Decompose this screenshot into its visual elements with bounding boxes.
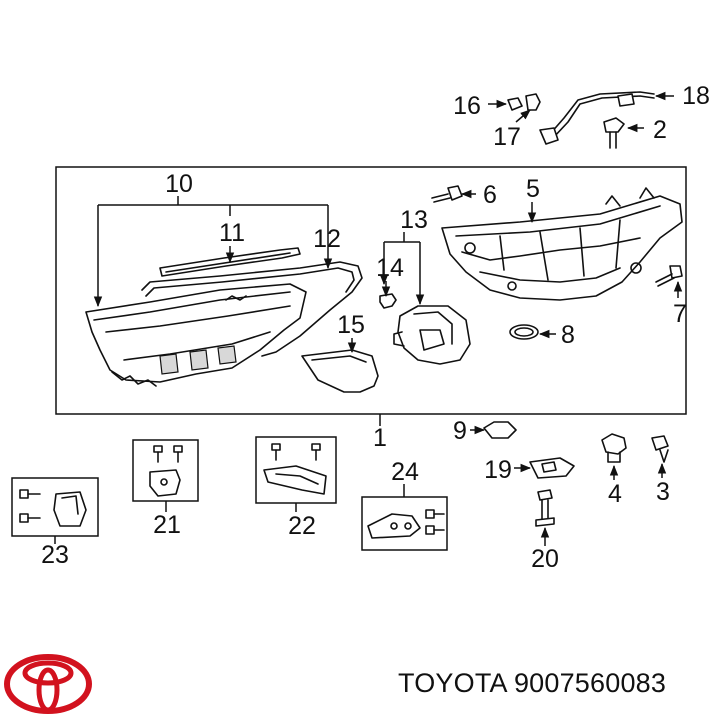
leader-17 [515,109,531,123]
clip-14[interactable] [379,293,397,309]
clip-17[interactable] [525,93,541,111]
callout-7: 7 [673,300,687,328]
callout-10: 10 [165,170,193,198]
callout-5: 5 [526,175,540,203]
o-ring-inner [514,327,534,337]
callout-1: 1 [373,424,387,452]
callout-8: 8 [561,321,575,349]
callout-16: 16 [453,92,481,120]
callout-2: 2 [653,116,667,144]
lower-reflector[interactable] [301,349,379,393]
brand-name: TOYOTA [398,668,507,698]
callout-13: 13 [400,206,428,234]
callout-9: 9 [453,417,467,445]
callout-21: 21 [153,511,181,539]
callout-11: 11 [219,219,245,247]
callout-4: 4 [608,480,622,508]
bracket-kit-21[interactable] [149,445,183,497]
o-ring[interactable] [509,324,539,340]
headlamp-housing[interactable] [441,187,683,301]
bolt-20[interactable] [535,489,555,527]
screw-6[interactable] [431,185,463,203]
seal-gasket[interactable] [141,261,363,357]
callout-6: 6 [483,181,497,209]
callout-12: 12 [313,225,341,253]
callout-18: 18 [682,82,710,110]
bracket-kit-22[interactable] [263,443,327,495]
part-number-caption: TOYOTA 9007560083 [398,668,698,699]
callout-24: 24 [391,458,419,486]
bulb-socket[interactable] [393,305,471,365]
assembly-frame [55,166,687,415]
wire-harness[interactable] [539,91,655,145]
callout-20: 20 [531,545,559,573]
leader-13 [384,232,420,243]
callout-14: 14 [376,254,404,282]
clip-4[interactable] [601,433,627,463]
callout-23: 23 [41,541,69,569]
part-number: 9007560083 [513,668,667,698]
seal-gasket-inner [145,267,355,297]
callout-15: 15 [337,311,365,339]
leader-10 [98,196,328,206]
nut-plate[interactable] [529,457,575,479]
headlamp-lens[interactable] [85,283,307,387]
bulb-16[interactable] [507,97,523,111]
callout-19: 19 [484,456,512,484]
callout-17: 17 [493,123,521,151]
bracket-kit-23[interactable] [19,489,87,527]
grommet[interactable] [483,421,517,439]
bracket-kit-24[interactable] [367,509,445,539]
bolt-2[interactable] [603,117,625,149]
screw-7[interactable] [655,265,683,287]
callout-22: 22 [288,512,316,540]
toyota-logo-icon [4,654,92,714]
screw-3[interactable] [651,435,669,463]
callout-3: 3 [656,478,670,506]
